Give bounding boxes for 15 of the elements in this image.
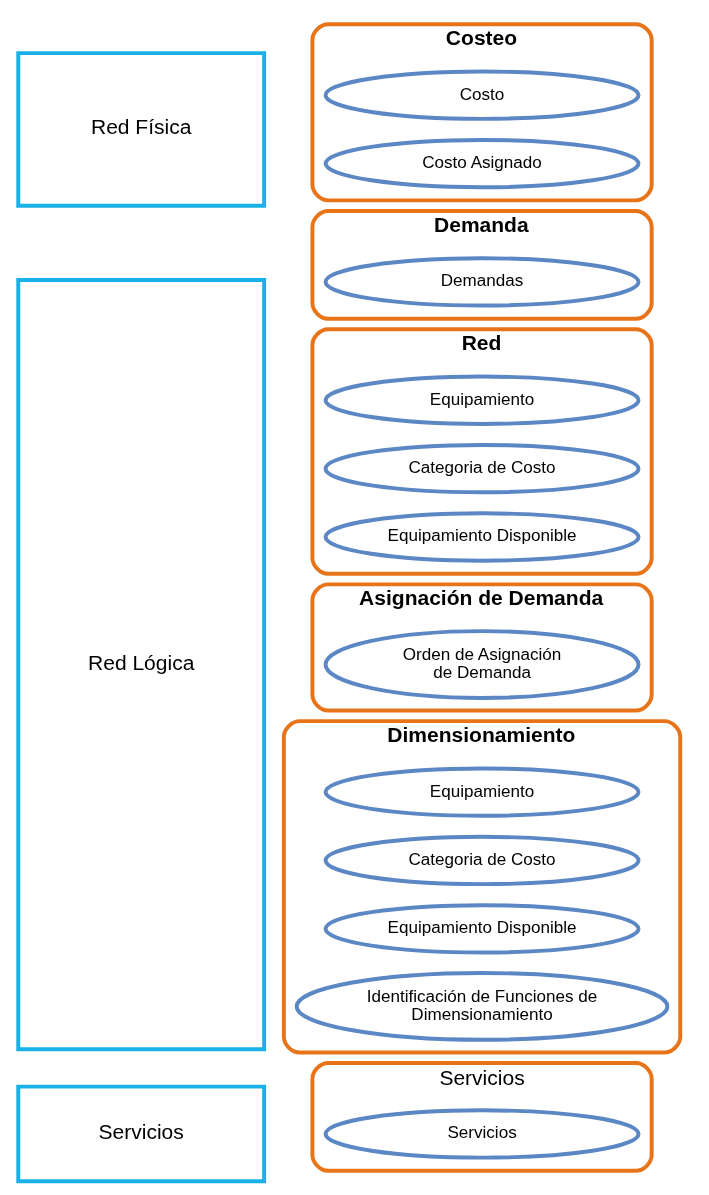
node-ellipse: Orden de Asignación de Demanda — [323, 629, 641, 700]
node-ellipse: Servicios — [323, 1108, 641, 1160]
node-ellipse: Equipamiento — [323, 374, 641, 426]
node-ellipse: Equipamiento Disponible — [323, 511, 641, 563]
node-ellipse: Categoria de Costo — [323, 834, 641, 887]
node-ellipse: Identificación de Funciones de Dimensionamiento — [294, 971, 670, 1042]
node-ellipse: Demandas — [323, 256, 641, 308]
node-ellipse: Costo Asignado — [323, 137, 641, 190]
node-box: Red Física — [16, 51, 267, 208]
node-ellipse: Equipamiento — [323, 766, 641, 818]
node-ellipse: Costo — [323, 69, 641, 121]
node-box: Servicios — [16, 1084, 267, 1184]
node-ellipse: Categoria de Costo — [323, 443, 641, 495]
node-ellipse: Equipamiento Disponible — [323, 903, 641, 955]
node-box: Red Lógica — [16, 277, 267, 1052]
